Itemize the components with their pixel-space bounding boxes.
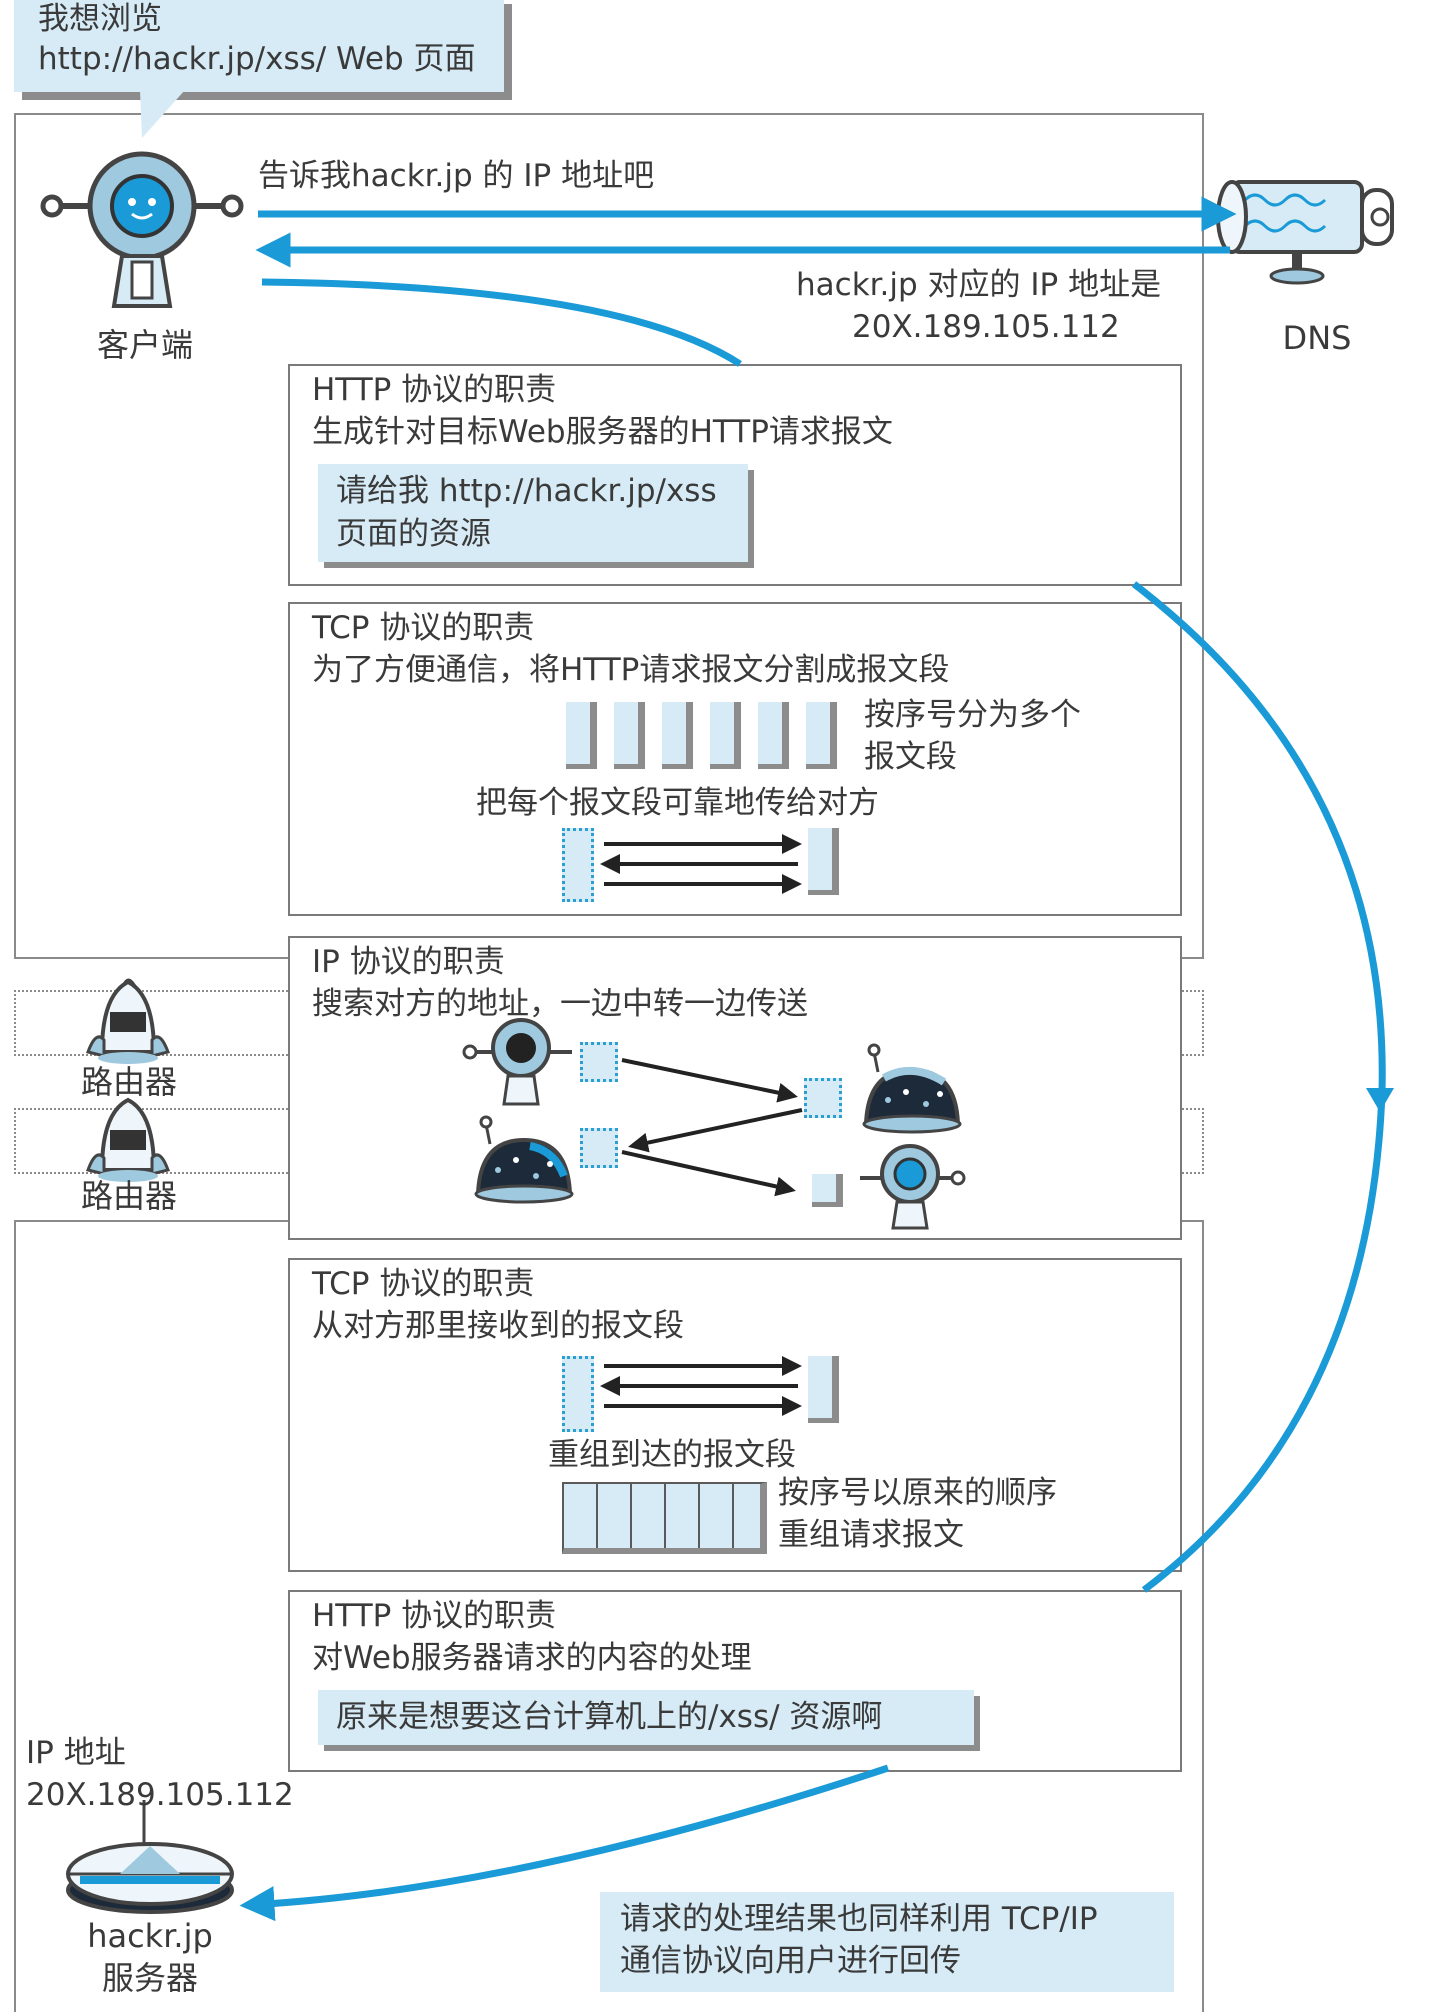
http-client-note-line1: 请给我 http://hackr.jp/xss <box>336 473 717 509</box>
http-server-title: HTTP 协议的职责 <box>312 1598 557 1634</box>
dns-label: DNS <box>1282 319 1352 357</box>
ip-title: IP 协议的职责 <box>312 944 505 980</box>
http-client-note-line2: 页面的资源 <box>336 516 491 552</box>
server-ip-value: 20X.189.105.112 <box>26 1777 294 1813</box>
small-robot-icon <box>462 1018 572 1106</box>
http-server-panel: HTTP 协议的职责 对Web服务器请求的内容的处理 原来是想要这台计算机上的/… <box>288 1590 1182 1772</box>
router-label-1: 路由器 <box>80 1063 177 1101</box>
http-client-title: HTTP 协议的职责 <box>312 372 557 408</box>
response-note-line1: 请求的处理结果也同样利用 TCP/IP <box>620 1901 1098 1937</box>
ip-route-arrows <box>621 1058 803 1197</box>
http-server-desc: 对Web服务器请求的内容的处理 <box>312 1640 752 1676</box>
router-label-2: 路由器 <box>80 1177 177 1215</box>
tcp-server-panel: TCP 协议的职责 从对方那里接收到的报文段 重组到达的报文段 按序号以原来的顺… <box>288 1258 1182 1572</box>
dns-reply-line2: 20X.189.105.112 <box>852 309 1120 345</box>
ip-packet <box>812 1174 843 1207</box>
router-icon <box>86 978 170 1064</box>
http-client-note: 请给我 http://hackr.jp/xss 页面的资源 <box>318 464 748 562</box>
tcp-client-desc: 为了方便通信，将HTTP请求报文分割成报文段 <box>312 652 950 688</box>
tcp-seg-caption-line2: 报文段 <box>864 739 957 775</box>
router-icon <box>86 1097 170 1182</box>
tcp-recv-segment <box>808 828 839 895</box>
ip-packet <box>804 1078 842 1118</box>
tcp-recv-in-segment <box>562 1356 594 1432</box>
tcp-order-caption-line2: 重组请求报文 <box>778 1517 964 1553</box>
request-balloon: 我想浏览 http://hackr.jp/xss/ Web 页面 <box>14 0 504 92</box>
balloon-line1: 我想浏览 <box>38 1 162 37</box>
tcp-segment <box>806 702 837 769</box>
router-beetle-icon <box>474 1115 574 1204</box>
router-beetle-icon <box>862 1043 962 1134</box>
tcp-order-caption-line1: 按序号以原来的顺序 <box>778 1475 1057 1511</box>
server-name-line1: hackr.jp <box>87 1917 213 1955</box>
small-robot-icon <box>860 1144 966 1230</box>
tcp-client-title: TCP 协议的职责 <box>312 610 535 646</box>
http-client-desc: 生成针对目标Web服务器的HTTP请求报文 <box>312 414 893 450</box>
tcp-recv-arrows <box>600 1356 802 1416</box>
tcp-reassemble-caption: 重组到达的报文段 <box>548 1437 796 1473</box>
client-label: 客户端 <box>96 326 193 364</box>
http-client-panel: HTTP 协议的职责 生成针对目标Web服务器的HTTP请求报文 请给我 htt… <box>288 364 1182 586</box>
tcp-ack-segment <box>808 1356 839 1423</box>
tcp-server-desc: 从对方那里接收到的报文段 <box>312 1308 684 1344</box>
tcp-segment <box>710 702 741 769</box>
reassembled-message <box>562 1482 767 1554</box>
response-note: 请求的处理结果也同样利用 TCP/IP 通信协议向用户进行回传 <box>600 1892 1174 1992</box>
tcp-server-title: TCP 协议的职责 <box>312 1266 535 1302</box>
tcp-send-arrows <box>600 834 802 894</box>
tcp-segment <box>566 702 597 769</box>
tcp-transfer-caption: 把每个报文段可靠地传给对方 <box>476 785 879 821</box>
ip-panel: IP 协议的职责 搜索对方的地址，一边中转一边传送 <box>288 936 1182 1240</box>
response-arrow <box>239 1764 890 1922</box>
response-note-line2: 通信协议向用户进行回传 <box>620 1943 961 1979</box>
http-server-note: 原来是想要这台计算机上的/xss/ 资源啊 <box>318 1690 974 1745</box>
ip-packet <box>580 1128 618 1168</box>
downstream-flow-arrow <box>1131 581 1394 1593</box>
tcp-segment <box>614 702 645 769</box>
tcp-segment <box>758 702 789 769</box>
dns-query-text: 告诉我hackr.jp 的 IP 地址吧 <box>258 158 655 194</box>
ip-packet <box>580 1042 618 1082</box>
balloon-line2: http://hackr.jp/xss/ Web 页面 <box>38 41 476 77</box>
dns-reply-line1: hackr.jp 对应的 IP 地址是 <box>796 267 1162 303</box>
server-name-line2: 服务器 <box>101 1959 198 1997</box>
server-ip-label: IP 地址 <box>26 1735 126 1771</box>
tcp-send-segment <box>562 828 594 902</box>
client-to-http-flow <box>261 278 742 367</box>
ip-desc: 搜索对方的地址，一边中转一边传送 <box>312 986 808 1022</box>
tcp-segment <box>662 702 693 769</box>
tcp-seg-caption-line1: 按序号分为多个 <box>864 697 1081 733</box>
